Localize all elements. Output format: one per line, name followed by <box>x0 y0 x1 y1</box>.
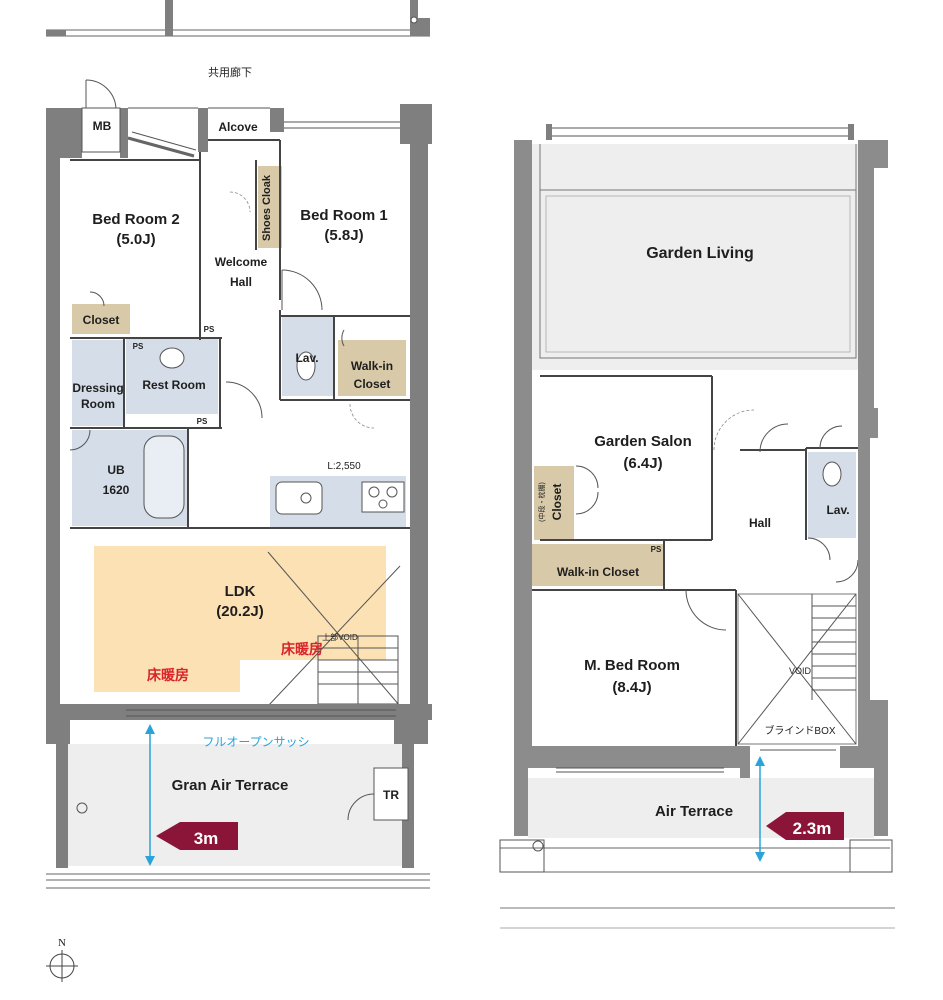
mb-box <box>81 107 121 153</box>
hall-label: Hall <box>749 516 771 530</box>
left-plan <box>46 79 432 889</box>
terrace-depth-arrow-upper <box>755 756 765 862</box>
walkin-closet-label-upper: Walk-in Closet <box>557 565 639 579</box>
void-above-label: 上部VOID <box>322 632 358 642</box>
garden-salon-name: Garden Salon <box>594 433 692 450</box>
walkin-closet-area-upper <box>532 544 664 586</box>
kitchen-sink <box>275 481 323 515</box>
air-terrace-label: Air Terrace <box>655 803 733 820</box>
right-plan <box>499 124 895 929</box>
blind-box-label: ブラインドBOX <box>764 724 835 737</box>
alcove-label: Alcove <box>218 120 258 134</box>
compass <box>46 950 78 982</box>
void-upper <box>737 593 857 745</box>
ub-label-1: UB <box>107 463 125 477</box>
terrace-planter-right <box>849 839 893 873</box>
upper-lav-label: Lav. <box>826 503 849 517</box>
floor-heating-zone-1 <box>94 546 240 692</box>
left-outer-walls <box>46 104 432 868</box>
dressing-label-1: Dressing <box>72 381 123 395</box>
upper-ps-label: PS <box>651 545 662 554</box>
rest-room-label: Rest Room <box>142 378 205 392</box>
bedroom1-size: (5.8J) <box>324 227 363 244</box>
void-label: VOID <box>789 666 812 676</box>
depth-badge-3m <box>156 822 238 850</box>
right-outer-walls <box>514 140 888 836</box>
terrace-planter-left <box>499 839 545 873</box>
dressing-room-area <box>72 340 124 426</box>
ub-label-2: 1620 <box>103 483 130 497</box>
floor-heating-label-2: 床暖房 <box>281 641 323 657</box>
ldk-name: LDK <box>225 583 256 600</box>
ps-label-3: PS <box>197 417 208 426</box>
bedroom2-size: (5.0J) <box>116 231 155 248</box>
mbed-size: (8.4J) <box>612 679 651 696</box>
tr-box <box>373 767 409 821</box>
upper-toilet <box>822 461 842 487</box>
bathtub <box>143 435 185 519</box>
salon-closet-area <box>534 466 574 540</box>
garden-living-area <box>530 144 866 370</box>
closet-label: Closet <box>83 313 120 327</box>
toilet <box>159 347 185 369</box>
shoes-cloak-area <box>258 166 282 248</box>
welcome-hall-label-1: Welcome <box>215 255 268 269</box>
kitchen-length-label: L:2,550 <box>327 461 361 472</box>
lav-toilet <box>296 351 316 381</box>
corridor-strip <box>46 0 430 37</box>
depth-badge-2-3m <box>766 812 844 840</box>
ps-label-2: PS <box>133 342 144 351</box>
closet-area <box>72 304 130 334</box>
shoes-cloak-label: Shoes Cloak <box>261 174 273 241</box>
dressing-label-2: Room <box>81 397 115 411</box>
depth-badge-2-3m-text: 2.3m <box>793 819 832 838</box>
ps-label-1: PS <box>204 325 215 334</box>
mbed-name: M. Bed Room <box>584 657 680 674</box>
terrace-depth-arrow <box>145 724 155 866</box>
gran-air-terrace-label: Gran Air Terrace <box>172 777 289 794</box>
compass-north-label: N <box>58 937 66 949</box>
stove <box>361 481 405 513</box>
full-open-sash-label: フルオープンサッシ <box>202 735 309 749</box>
mb-label: MB <box>93 119 112 133</box>
tr-label: TR <box>383 788 399 802</box>
walkin-closet-area <box>338 340 406 396</box>
walkin-label-2: Closet <box>354 377 391 391</box>
garden-living-label: Garden Living <box>646 245 754 262</box>
salon-closet-note: (中段・枕棚) <box>537 482 546 522</box>
lav-label: Lav. <box>295 351 318 365</box>
ldk-size: (20.2J) <box>216 603 264 620</box>
floor-heating-label-1: 床暖房 <box>147 667 189 683</box>
floor-heating-zone-2 <box>240 546 386 660</box>
corridor-label: 共用廊下 <box>208 65 252 79</box>
bedroom1-name: Bed Room 1 <box>300 207 388 224</box>
bedroom2-name: Bed Room 2 <box>92 211 180 228</box>
walkin-label-1: Walk-in <box>351 359 393 373</box>
depth-badge-3m-text: 3m <box>194 829 219 848</box>
angled-window <box>127 131 197 158</box>
salon-closet-label: Closet <box>550 484 564 521</box>
welcome-hall-label-2: Hall <box>230 275 252 289</box>
full-open-sash <box>126 709 396 717</box>
garden-salon-size: (6.4J) <box>623 455 662 472</box>
